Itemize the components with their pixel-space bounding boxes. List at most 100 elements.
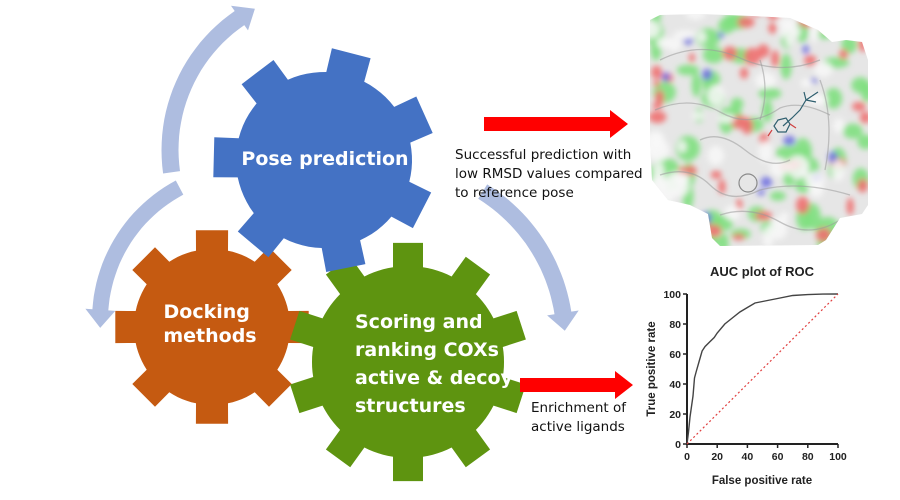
surface-patch [706,224,722,238]
surface-patch [840,221,851,238]
docking-label-line: Docking [164,301,250,323]
surface-highlight [800,78,813,88]
surface-patch [853,23,861,31]
surface-patch [815,227,832,243]
surface-patch [710,170,722,179]
surface-contour [654,102,831,121]
surface-highlight [677,140,687,153]
pose-label-line: Pose prediction [241,148,408,170]
surface-patch [758,87,782,100]
surface-patch [846,197,854,216]
surface-highlight [831,159,845,181]
surface-patch [857,134,868,150]
enrichment-caption: Enrichment of active ligands [531,400,630,435]
surface-contour [719,210,841,231]
surface-patch [650,222,665,246]
surface-highlight [666,171,690,185]
surface-highlight [685,14,706,20]
y-tick-label: 40 [669,379,681,391]
surface-highlight [656,36,670,49]
caption-line: Enrichment of [531,400,627,416]
surface-patch [857,235,867,246]
x-tick-label: 60 [772,451,784,463]
surface-highlight [707,145,724,166]
x-tick-label: 80 [802,451,814,463]
surface-patch [861,82,868,102]
surface-patch [732,233,746,241]
surface-highlight [758,140,773,163]
surface-highlight [650,20,661,39]
surface-highlight [785,37,794,47]
surface-highlight [786,155,810,179]
surface-highlight [666,37,682,51]
surface-patch [798,14,816,28]
y-axis-label: True positive rate [646,321,658,416]
x-tick-label: 100 [829,451,847,463]
result-arrow-enrichment [520,371,633,399]
surface-patch [857,178,868,193]
surface-patch [654,90,665,106]
surface-highlight [650,139,670,162]
ligand-bond [767,123,797,137]
y-tick-label: 80 [669,319,681,331]
surface-highlight [724,205,741,221]
docked-ligand [767,91,819,137]
surface-patch [858,34,868,52]
x-axis-label: False positive rate [712,475,812,487]
surface-highlight [814,61,833,78]
surface-patch [799,14,811,21]
chart-title: AUC plot of ROC [710,264,815,279]
surface-highlight [833,118,845,134]
surface-patch [739,67,749,79]
surface-highlight [755,72,777,89]
random-classifier-line [686,293,839,445]
scoring-label-line: structures [355,395,466,417]
docking-label-line: methods [163,325,256,347]
protein-surface-image [650,14,868,246]
protein-surface-shading [654,48,851,231]
surface-patch [751,14,763,17]
surface-highlight [809,21,820,43]
surface-highlight [697,31,707,43]
surface-patch [768,22,777,34]
docking-gear-label: Docking methods [163,301,256,347]
surface-patch [718,179,726,195]
surface-patch [771,50,780,68]
surface-patch [783,135,796,146]
surface-patch [780,53,792,80]
surface-patch [676,64,700,76]
surface-patch [691,73,702,97]
caption-line: active ligands [531,419,625,435]
docking-methods-gear [115,230,309,424]
surface-patch [851,101,866,112]
surface-patch [825,87,843,109]
surface-highlight [673,30,697,39]
surface-highlight [717,113,736,124]
surface-patch [717,32,725,39]
surface-patch [663,231,684,242]
y-tick-label: 0 [675,439,681,451]
pose-prediction-gear [213,48,433,272]
surface-patch [653,79,660,87]
surface-highlight [813,14,828,21]
roc-curve-line [686,293,839,445]
surface-highlight [769,157,790,177]
caption-line: to reference pose [455,185,574,201]
surface-patch [802,44,809,55]
x-tick-label: 20 [711,451,723,463]
surface-patch [769,191,786,201]
surface-patch [650,110,667,124]
surface-pocket [738,173,758,193]
surface-patch [650,229,664,246]
surface-patch [804,55,817,66]
surface-patch [662,72,670,82]
surface-highlight [707,84,725,107]
surface-patch [653,203,674,221]
ligand-ring [773,117,791,133]
y-tick-label: 100 [663,289,681,301]
surface-patch [696,220,710,228]
surface-patch [730,97,744,111]
